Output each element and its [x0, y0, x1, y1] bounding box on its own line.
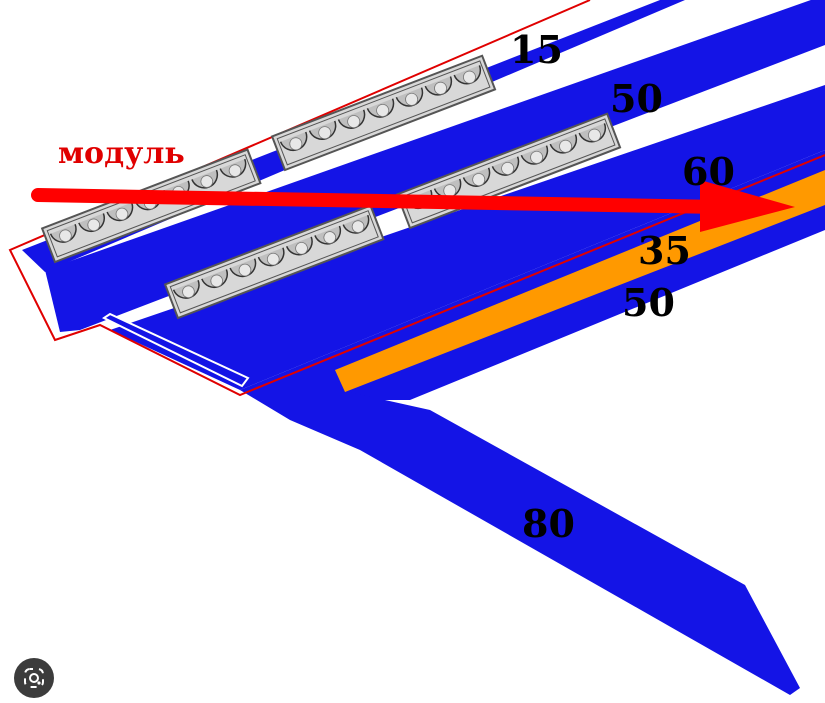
led-lens-diffuser — [405, 92, 419, 106]
led-lens-diffuser — [289, 137, 303, 151]
dimension-15: 15 — [510, 27, 563, 72]
lower-bar-end — [102, 312, 250, 388]
led-lens-diffuser — [530, 150, 544, 164]
module-arrow — [31, 180, 795, 232]
arrow-head — [700, 180, 795, 232]
arrow-shaft — [31, 188, 727, 214]
led-module-inner-frame — [276, 60, 491, 166]
led-lens-diffuser — [266, 252, 280, 266]
led-lens-diffuser — [434, 81, 448, 95]
dimension-50-bottom: 50 — [622, 280, 675, 325]
led-lens-diffuser — [87, 218, 101, 232]
led-lens-diffuser — [347, 115, 361, 129]
led-lens-diffuser — [463, 70, 476, 84]
camera-lens-icon[interactable] — [14, 658, 54, 698]
led-lens-diffuser — [472, 173, 486, 187]
led-module-inner-frame — [169, 210, 379, 314]
led-lens-diffuser — [323, 231, 337, 244]
led-lens-diffuser — [182, 285, 195, 299]
led-module — [163, 204, 385, 320]
led-lens-diffuser — [351, 220, 365, 233]
led-lens-diffuser — [559, 139, 573, 153]
dimension-80: 80 — [522, 501, 575, 546]
module-label: модуль — [58, 136, 185, 171]
led-lens-diffuser — [501, 162, 515, 175]
led-lens-diffuser — [588, 128, 601, 142]
dimension-60: 60 — [682, 149, 735, 194]
led-lens-diffuser — [228, 164, 242, 177]
lens-glyph — [24, 668, 44, 688]
led-lens-diffuser — [59, 229, 72, 243]
led-lens-diffuser — [318, 126, 332, 140]
beam-50-upper — [45, 0, 825, 332]
beam-60 — [110, 85, 825, 390]
led-lens-diffuser — [295, 242, 308, 255]
led-lens-diffuser — [238, 263, 252, 277]
dimension-50-top: 50 — [610, 76, 663, 121]
led-lens-diffuser — [376, 104, 390, 117]
led-lens-diffuser — [115, 207, 129, 221]
led-module — [270, 54, 497, 172]
dimension-35: 35 — [638, 228, 691, 273]
led-lens-diffuser — [200, 175, 214, 188]
led-module-inner-frame — [401, 118, 616, 224]
beam-80 — [240, 390, 800, 695]
led-lens-diffuser — [210, 274, 224, 288]
